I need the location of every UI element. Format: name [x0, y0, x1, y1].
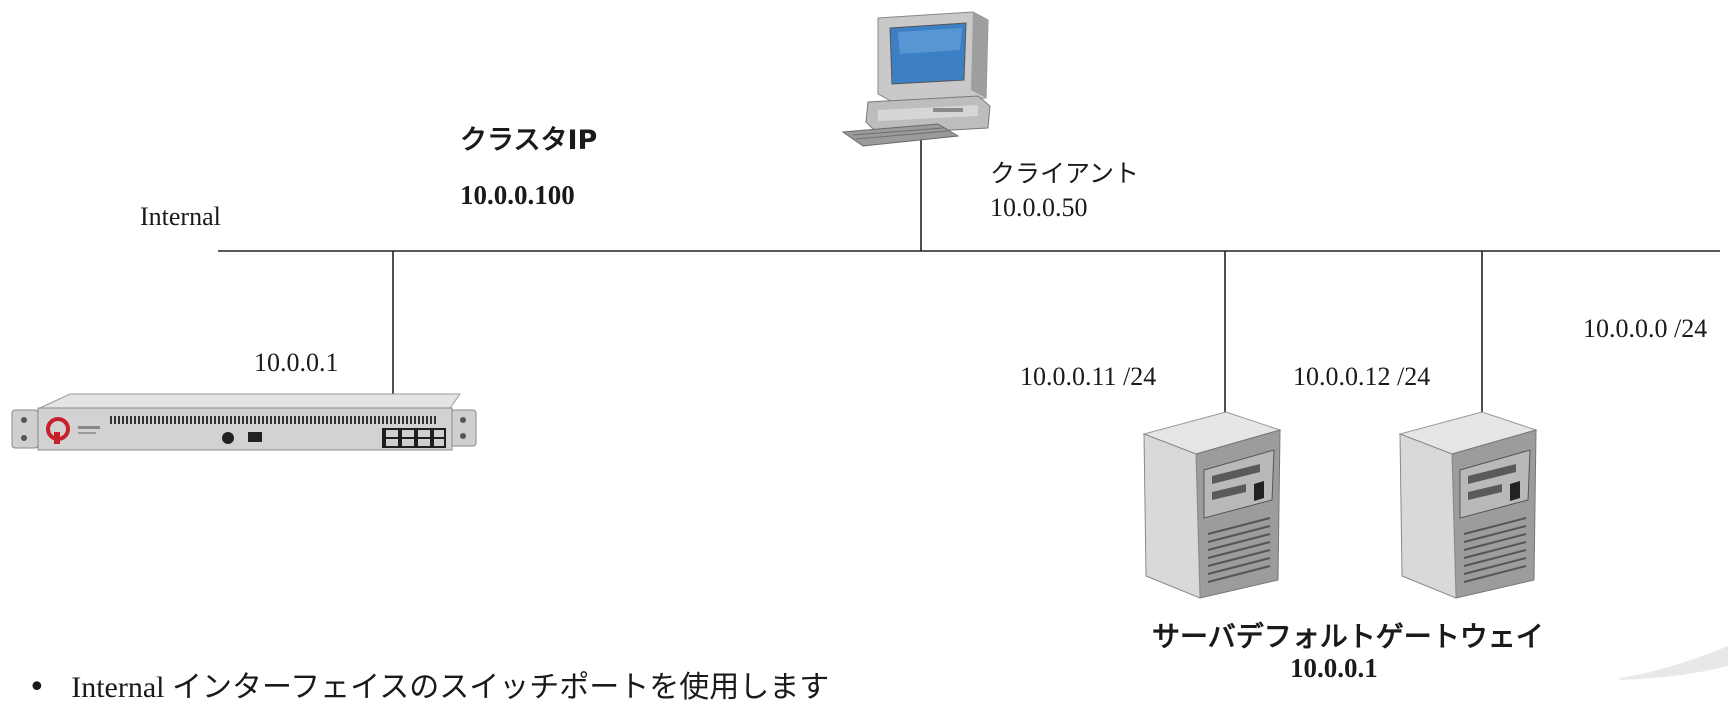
decorative-swoosh [1620, 646, 1728, 680]
gateway-label: サーバデフォルトゲートウェイ [1152, 620, 1544, 653]
note-text: Internal インターフェイスのスイッチポートを使用します [71, 671, 830, 704]
server1-ip: 10.0.0.11 /24 [1020, 362, 1157, 391]
rack-appliance-icon [11, 393, 477, 451]
network-name-label: Internal [140, 202, 221, 231]
client-label: クライアント [990, 159, 1140, 188]
appliance-ip: 10.0.0.1 [254, 348, 339, 377]
bullet: • [28, 670, 46, 705]
server-tower-icon [1142, 411, 1282, 599]
client-ip: 10.0.0.50 [990, 193, 1088, 222]
note-line: • Internal インターフェイスのスイッチポートを使用します [28, 662, 829, 706]
gateway-ip: 10.0.0.1 [1290, 653, 1378, 683]
cluster-ip-value: 10.0.0.100 [460, 180, 575, 210]
network-lines [218, 130, 1720, 412]
server-tower-icon [1398, 411, 1538, 599]
desktop-computer-icon [841, 11, 991, 147]
network-subnet-label: 10.0.0.0 /24 [1583, 314, 1708, 343]
server2-ip: 10.0.0.12 /24 [1293, 362, 1431, 391]
cluster-ip-title: クラスタIP [460, 125, 598, 156]
